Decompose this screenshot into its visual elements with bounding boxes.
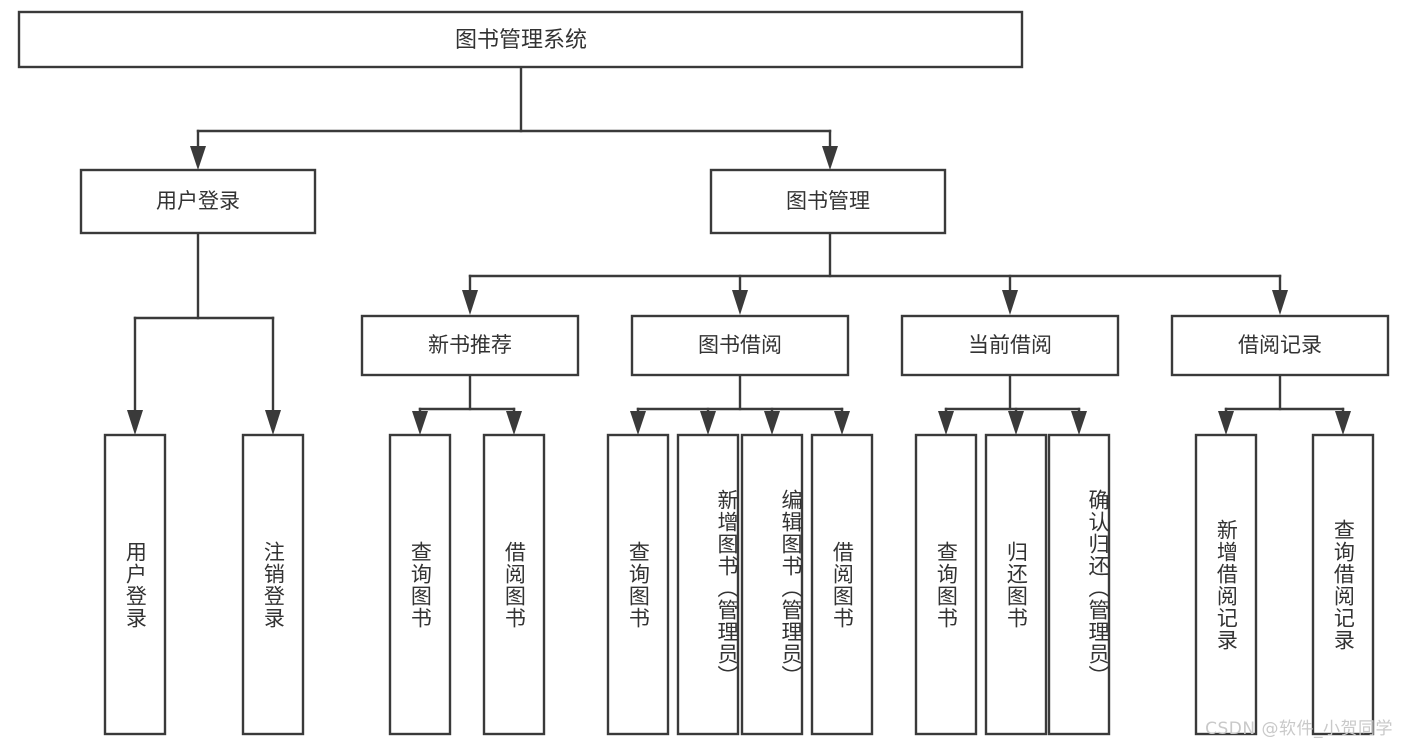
connector-bookmgmt-to-level3 <box>462 231 1288 315</box>
connector-bookborrow-to-leaves <box>630 373 850 435</box>
connector-newbook-to-leaves <box>412 373 522 435</box>
node-borrow-record[interactable]: 借阅记录 <box>1170 314 1390 377</box>
node-book-management-label: 图书管理 <box>786 189 870 213</box>
leaf-box-return-book[interactable] <box>984 433 1048 736</box>
leaf-box-query-book-1[interactable] <box>388 433 452 736</box>
node-root-label: 图书管理系统 <box>455 28 587 53</box>
leaf-box-borrow-book-1[interactable] <box>482 433 546 736</box>
node-borrow-record-label: 借阅记录 <box>1238 333 1322 357</box>
node-book-management[interactable]: 图书管理 <box>709 168 947 235</box>
connector-root-to-level2 <box>190 65 838 170</box>
node-book-borrow[interactable]: 图书借阅 <box>630 314 850 377</box>
leaf-box-confirm-return-admin[interactable] <box>1047 433 1111 736</box>
connector-borrowrecord-to-leaves <box>1218 373 1351 435</box>
node-current-borrow[interactable]: 当前借阅 <box>900 314 1120 377</box>
leaf-box-query-borrow-record[interactable] <box>1311 433 1375 736</box>
leaf-box-add-book-admin[interactable] <box>676 433 740 736</box>
leaf-box-query-book-2[interactable] <box>606 433 670 736</box>
node-root[interactable]: 图书管理系统 <box>17 10 1024 69</box>
node-current-borrow-label: 当前借阅 <box>968 333 1052 357</box>
node-user-login[interactable]: 用户登录 <box>79 168 317 235</box>
leaf-box-logout[interactable] <box>241 433 305 736</box>
connector-userlogin-to-leaves <box>127 231 281 435</box>
leaf-box-borrow-book-2[interactable] <box>810 433 874 736</box>
connector-currentborrow-to-leaves <box>938 373 1087 435</box>
leaf-box-user-login[interactable] <box>103 433 167 736</box>
leaf-box-query-book-3[interactable] <box>914 433 978 736</box>
node-book-borrow-label: 图书借阅 <box>698 333 782 357</box>
leaf-box-edit-book-admin[interactable] <box>740 433 804 736</box>
leaf-box-add-borrow-record[interactable] <box>1194 433 1258 736</box>
node-user-login-label: 用户登录 <box>156 189 240 213</box>
node-new-book-recommend[interactable]: 新书推荐 <box>360 314 580 377</box>
node-new-book-recommend-label: 新书推荐 <box>428 333 512 357</box>
csdn-watermark: CSDN @软件_小贺同学 <box>1205 719 1393 739</box>
